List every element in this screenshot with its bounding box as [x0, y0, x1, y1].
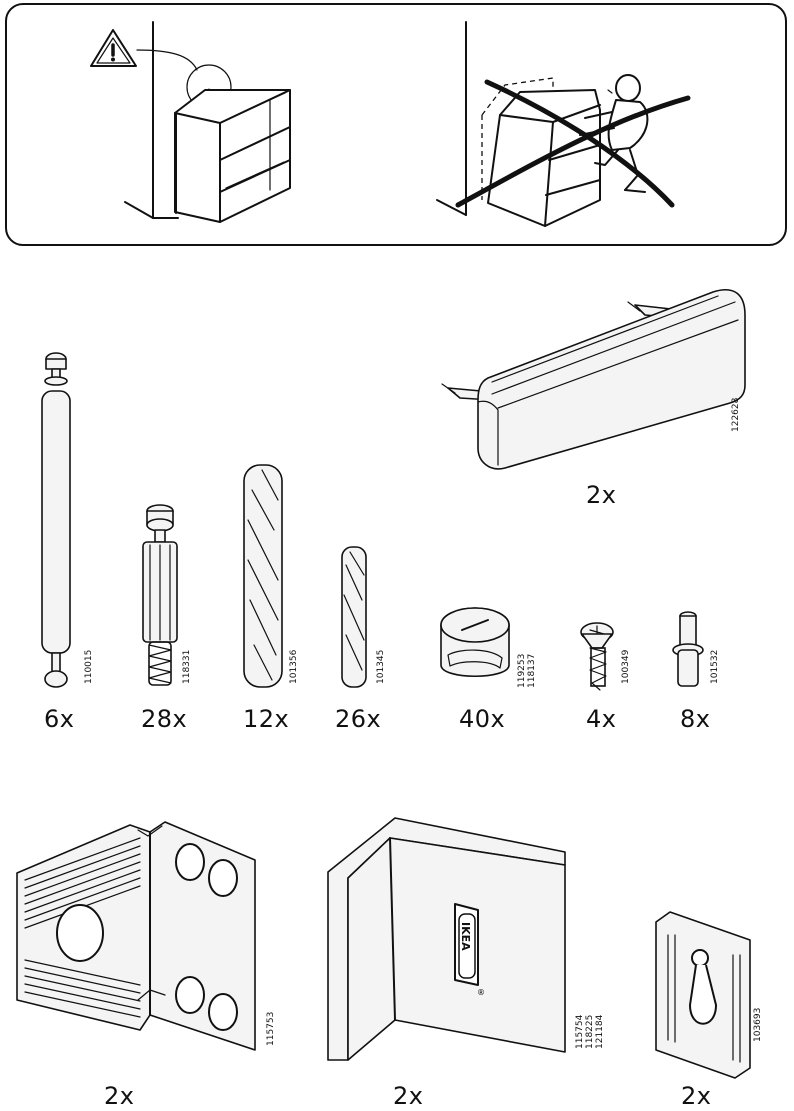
qty-wood-dowel-large: 12x: [243, 705, 290, 733]
qty-cam-lock: 40x: [459, 705, 506, 733]
qty-screw: 4x: [586, 705, 617, 733]
keyhole-plate-icon: [655, 911, 751, 1079]
svg-text:®: ®: [477, 988, 485, 997]
qty-cam-bolt-long: 6x: [44, 705, 75, 733]
wall-anchor-illustration: [90, 21, 291, 223]
wood-dowel-large-icon: [243, 464, 283, 688]
part-code-103693: 103693: [753, 1007, 763, 1042]
qty-corner-bracket: 2x: [104, 1082, 135, 1110]
part-code-115753: 115753: [266, 1011, 276, 1046]
warning-panel: [5, 3, 787, 246]
qty-keyhole-plate: 2x: [681, 1082, 712, 1110]
cam-bolt-dowel-icon: [142, 504, 178, 686]
shelf-pin-icon: [672, 611, 704, 687]
warning-triangle-icon: [90, 29, 137, 67]
svg-text:IKEA: IKEA: [459, 922, 472, 951]
angle-bracket-icon: [327, 817, 566, 1061]
qty-wood-dowel-small: 26x: [335, 705, 382, 733]
small-parts-illustrations: [41, 352, 704, 691]
qty-cam-bolt-dowel: 28x: [141, 705, 188, 733]
cam-bolt-long-icon: [41, 352, 71, 688]
cam-lock-icon: [440, 607, 510, 678]
corner-bracket-icon: [16, 821, 256, 1051]
screw-icon: [580, 622, 614, 691]
plinth-foot-illustration: [441, 289, 746, 470]
qty-plinth-foot: 2x: [586, 481, 617, 509]
wood-dowel-small-icon: [341, 546, 367, 688]
tipping-prohibited-illustration: [436, 21, 691, 227]
qty-angle-bracket: 2x: [393, 1082, 424, 1110]
qty-shelf-pin: 8x: [680, 705, 711, 733]
